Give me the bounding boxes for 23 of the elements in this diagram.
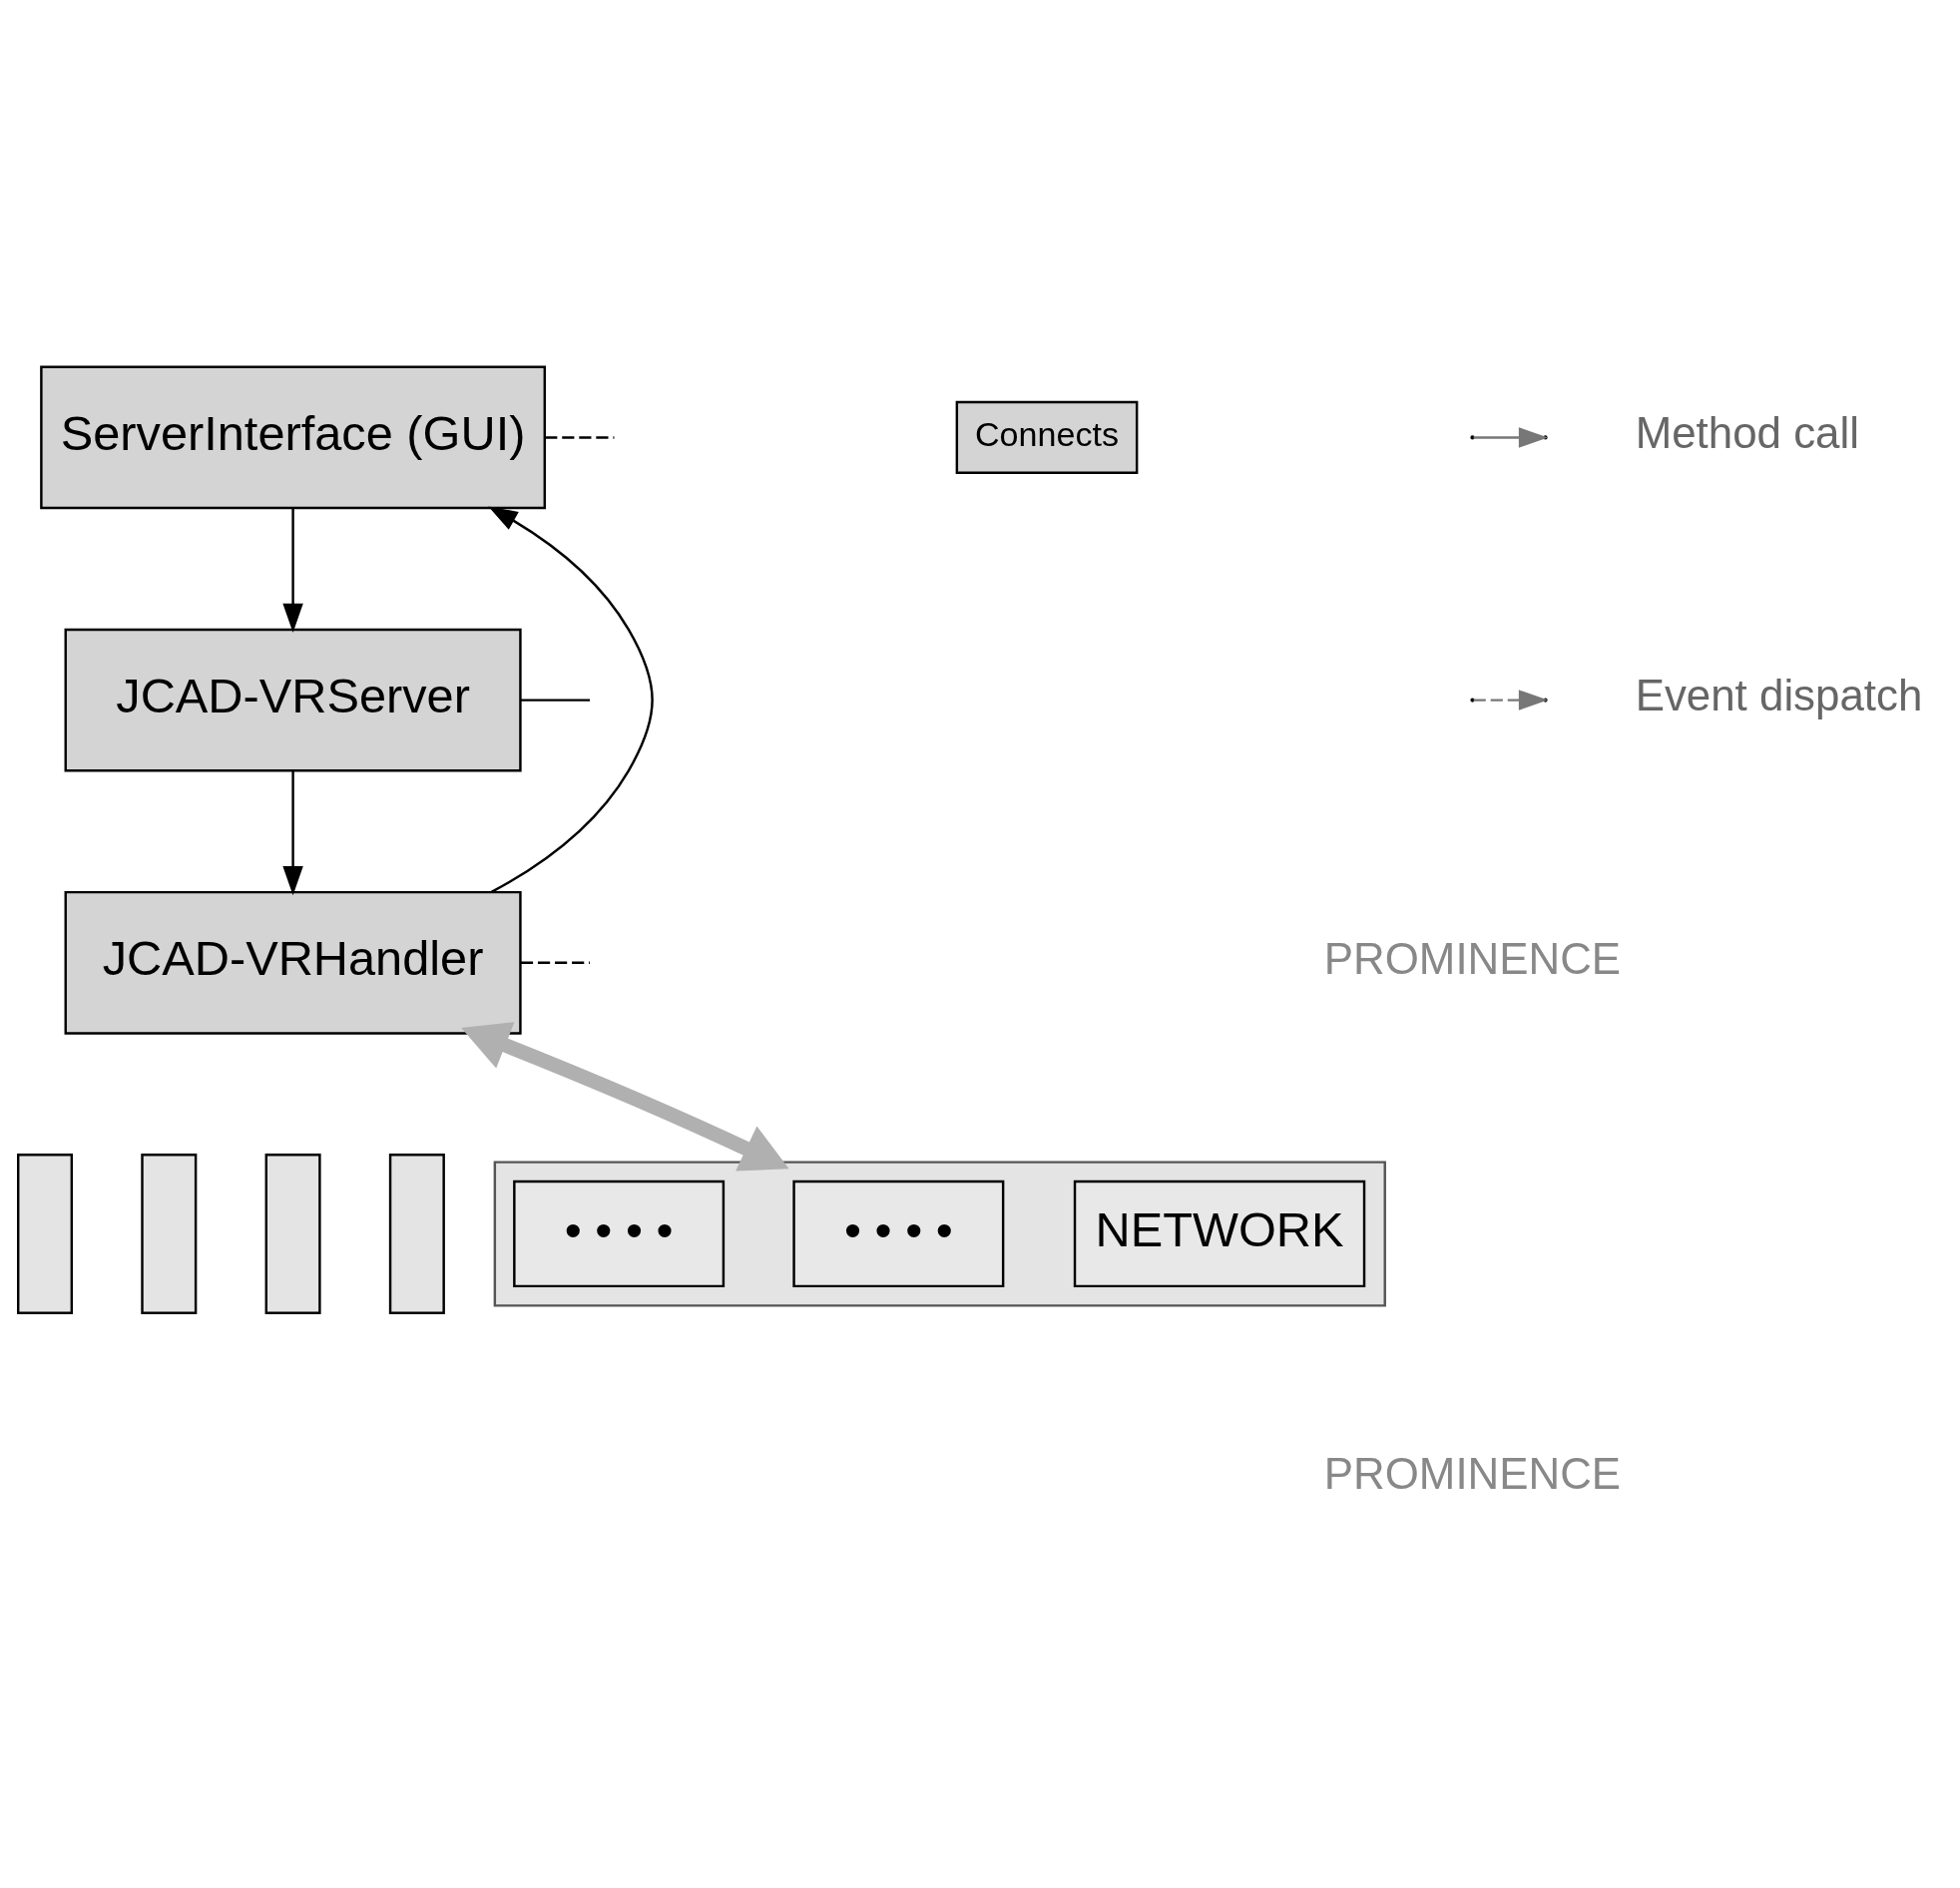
connector: [545, 435, 615, 439]
node-box: • • • •: [792, 1180, 1005, 1287]
legend-label: Method call: [1635, 407, 1859, 457]
connector: [520, 698, 591, 702]
node-box: ServerInterface (GUI): [40, 365, 546, 509]
arrow: [461, 1021, 789, 1171]
node-box: [388, 1153, 445, 1314]
arrow: [282, 507, 303, 633]
node-box: [141, 1153, 198, 1314]
node-box: NETWORK: [1073, 1180, 1366, 1287]
cluster: [493, 1160, 1386, 1307]
arrow: [282, 770, 303, 895]
node-box: [17, 1153, 74, 1314]
connector: [520, 961, 591, 964]
node-box: JCAD-VRHandler: [64, 890, 522, 1035]
label: PROMINENCE: [1323, 1448, 1622, 1498]
node-box: • • • •: [513, 1180, 726, 1287]
node-box: [264, 1153, 321, 1314]
node-box: Connects: [955, 400, 1139, 474]
label: PROMINENCE: [1323, 933, 1622, 982]
legend-label: Event dispatch: [1635, 670, 1923, 719]
node-box: JCAD-VRServer: [64, 628, 522, 771]
arrow: [488, 506, 654, 893]
